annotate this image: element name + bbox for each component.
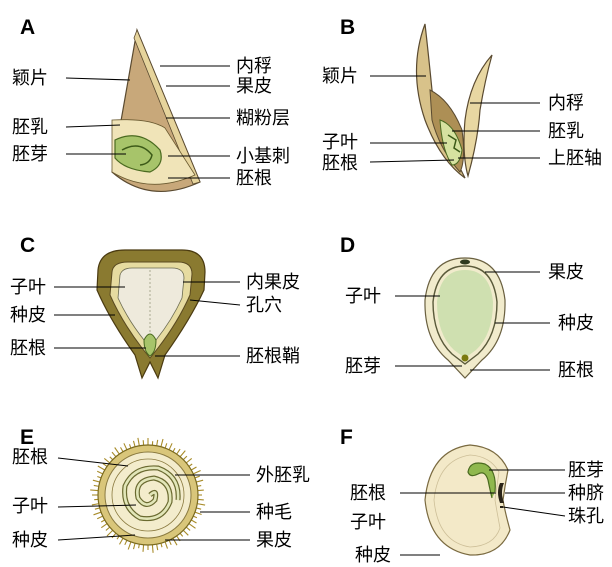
label-a-plumule: 胚芽 bbox=[12, 144, 48, 165]
label-b-epicotyl: 上胚轴 bbox=[548, 148, 602, 169]
label-b-endosperm: 胚乳 bbox=[548, 121, 584, 142]
panel-letter-e: E bbox=[20, 426, 34, 449]
label-d-cotyledon: 子叶 bbox=[345, 286, 381, 307]
label-f-radicle: 胚根 bbox=[350, 483, 386, 504]
plumule-tip bbox=[460, 260, 470, 265]
label-d-plumule: 胚芽 bbox=[345, 356, 381, 377]
label-a-endosperm: 胚乳 bbox=[12, 117, 48, 138]
panel-a: A 颖片 胚乳 胚芽 内稃 果皮 糊粉层 小基刺 胚根 bbox=[12, 16, 290, 191]
label-e-hairs: 种毛 bbox=[256, 502, 292, 523]
label-c-cotyledon: 子叶 bbox=[10, 277, 46, 298]
label-c-testa: 种皮 bbox=[10, 305, 46, 326]
label-a-glume: 颖片 bbox=[12, 68, 48, 89]
micropyle-shape bbox=[500, 506, 503, 508]
panel-c: C 子叶 种皮 胚根 内果皮 孔穴 胚根鞘 bbox=[10, 234, 300, 378]
panel-letter-b: B bbox=[340, 16, 355, 39]
label-b-cotyledon: 子叶 bbox=[322, 132, 358, 153]
label-f-cotyledon: 子叶 bbox=[350, 512, 386, 533]
label-e-cotyledon: 子叶 bbox=[12, 496, 48, 517]
radicle-dot bbox=[462, 355, 469, 362]
panel-b: B 颖片 子叶 胚根 内稃 胚乳 上胚轴 bbox=[322, 16, 602, 178]
panel-letter-c: C bbox=[20, 234, 35, 257]
label-e-perisperm: 外胚乳 bbox=[256, 465, 310, 486]
panel-letter-f: F bbox=[340, 426, 353, 449]
label-a-palea: 内稃 bbox=[236, 56, 272, 77]
label-c-endocarp: 内果皮 bbox=[246, 272, 300, 293]
testa-shape bbox=[425, 445, 510, 555]
label-f-micropyle: 珠孔 bbox=[568, 506, 604, 527]
label-b-radicle: 胚根 bbox=[322, 153, 358, 174]
label-f-hilum: 种脐 bbox=[568, 483, 604, 504]
label-e-testa: 种皮 bbox=[12, 530, 48, 551]
label-f-testa: 种皮 bbox=[355, 545, 391, 566]
panel-letter-d: D bbox=[340, 234, 355, 257]
label-a-aleurone: 糊粉层 bbox=[236, 108, 290, 129]
label-e-pericarp: 果皮 bbox=[256, 530, 292, 551]
label-d-testa: 种皮 bbox=[558, 313, 594, 334]
label-b-glume: 颖片 bbox=[322, 66, 358, 87]
label-b-palea: 内稃 bbox=[548, 93, 584, 114]
panel-f: F 胚根 子叶 种皮 胚芽 种脐 珠孔 bbox=[340, 426, 604, 566]
label-e-radicle: 胚根 bbox=[12, 447, 48, 468]
panel-e: E 胚根 子叶 种皮 外胚乳 种毛 果皮 bbox=[12, 426, 310, 553]
label-d-radicle: 胚根 bbox=[558, 360, 594, 381]
label-c-coleorhiza: 胚根鞘 bbox=[246, 346, 300, 367]
label-a-radicle: 胚根 bbox=[236, 168, 272, 189]
label-f-plumule: 胚芽 bbox=[568, 460, 604, 481]
label-d-pericarp: 果皮 bbox=[548, 262, 584, 283]
label-c-radicle: 胚根 bbox=[10, 338, 46, 359]
panel-d: D 子叶 胚芽 果皮 种皮 胚根 bbox=[340, 234, 594, 381]
label-a-spine: 小基刺 bbox=[236, 146, 290, 167]
label-c-pore: 孔穴 bbox=[246, 295, 282, 316]
panel-letter-a: A bbox=[20, 16, 35, 39]
label-a-pericarp: 果皮 bbox=[236, 76, 272, 97]
